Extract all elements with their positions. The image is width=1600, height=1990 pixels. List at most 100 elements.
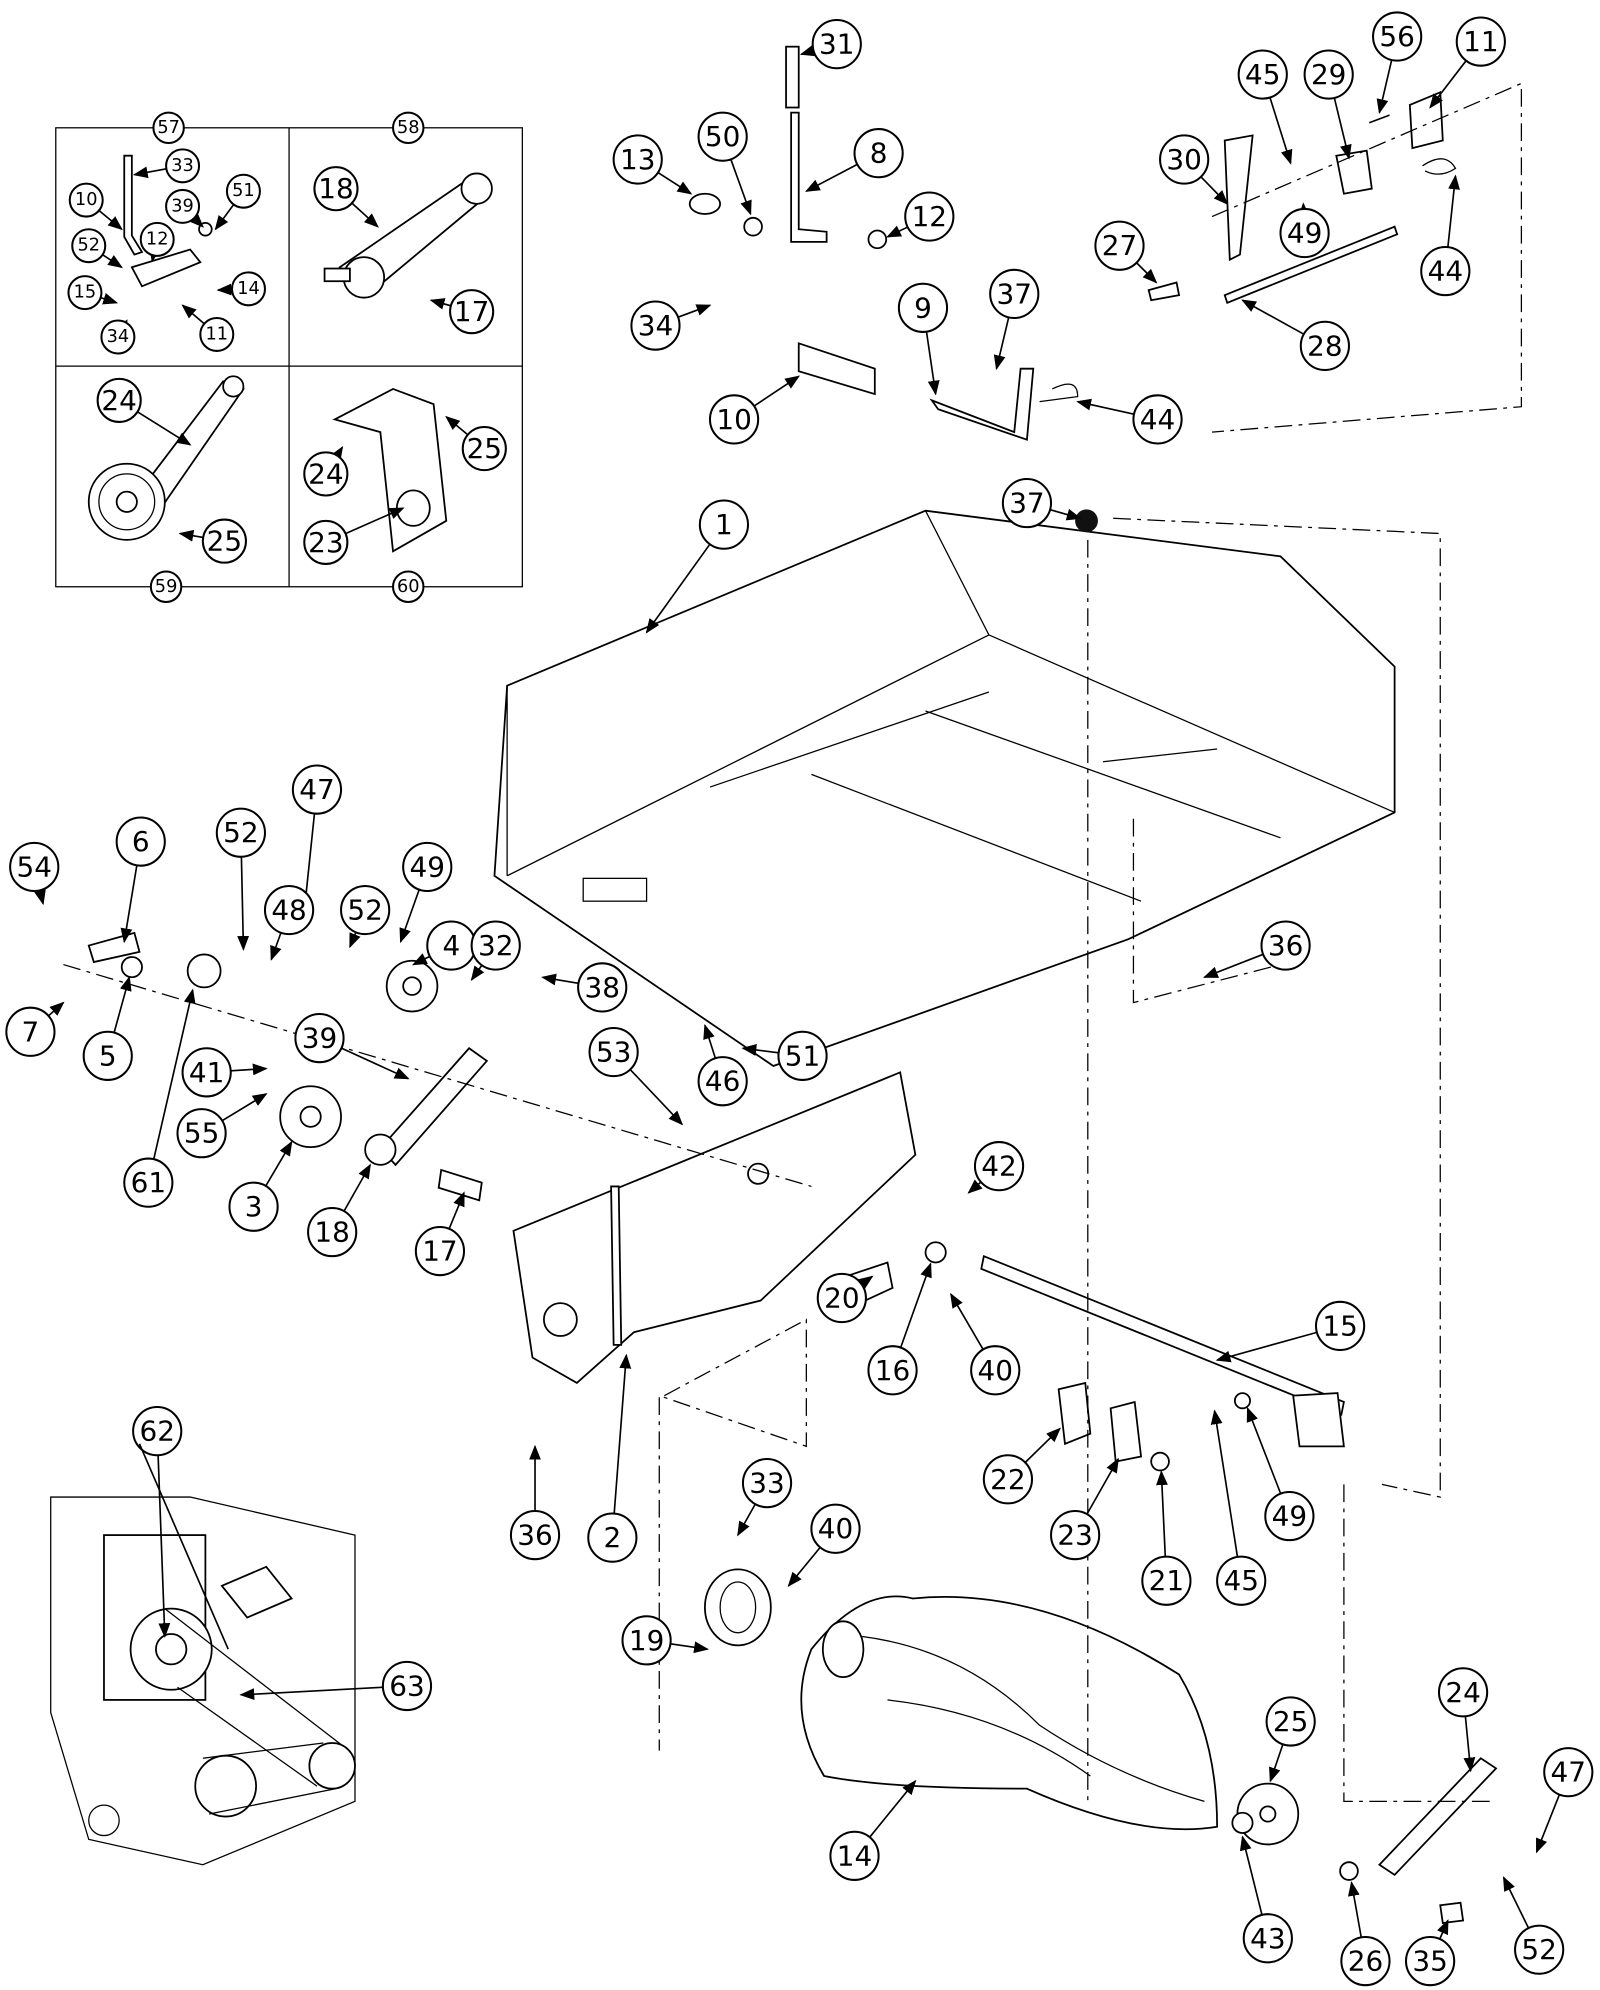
callout-circle xyxy=(1340,1935,1391,1987)
callout-53: 53 xyxy=(588,1026,684,1126)
callout-circle xyxy=(165,188,201,224)
callout-number: 13 xyxy=(620,143,655,176)
leader-arrow xyxy=(113,975,132,1033)
callout-number: 34 xyxy=(107,327,130,347)
callout-49: 49 xyxy=(399,841,453,944)
callout-circle xyxy=(1543,1747,1594,1798)
latch-linkage xyxy=(688,45,1457,441)
callout-44: 44 xyxy=(1420,174,1471,297)
callout-62: 62 xyxy=(132,1406,183,1639)
callout-circle xyxy=(1264,1490,1315,1542)
callout-circle xyxy=(1265,1696,1316,1747)
callout-number: 6 xyxy=(132,825,150,858)
leader-arrow xyxy=(448,1191,465,1230)
callout-circle xyxy=(989,268,1040,319)
callout-33: 33 xyxy=(132,148,201,184)
leader-arrow xyxy=(787,1546,821,1587)
leader-arrow xyxy=(1215,1331,1318,1363)
inset-label-59: 59 xyxy=(149,570,183,603)
inset-label-60: 60 xyxy=(392,570,425,603)
callout-2: 2 xyxy=(587,1353,638,1563)
leader-arrow xyxy=(1049,508,1082,521)
callout-circle xyxy=(1514,1924,1565,1975)
callout-17: 17 xyxy=(414,1191,466,1277)
callout-circle xyxy=(1094,220,1145,271)
leader-arrow xyxy=(1024,1427,1061,1464)
callout-41: 41 xyxy=(181,1047,268,1098)
leader-arrow xyxy=(399,889,420,944)
callout-number: 63 xyxy=(389,1669,424,1702)
callout-number: 11 xyxy=(206,324,229,344)
callout-circle xyxy=(307,1206,358,1258)
callout-number: 49 xyxy=(1272,1500,1307,1533)
leader-arrow xyxy=(270,932,282,961)
callout-circle xyxy=(201,518,247,564)
callout-47: 47 xyxy=(1535,1747,1594,1854)
callout-number: 28 xyxy=(1307,329,1342,362)
callout-number: 10 xyxy=(716,403,751,436)
inset-label-circle xyxy=(392,570,425,603)
callout-number: 42 xyxy=(981,1150,1016,1183)
leader-arrow xyxy=(120,865,138,944)
leader-arrow xyxy=(950,1292,984,1350)
leader-arrow xyxy=(411,953,431,966)
callout-circle xyxy=(181,1047,232,1098)
leader-arrow xyxy=(741,1044,779,1056)
leader-arrow xyxy=(265,1140,293,1187)
leader-arrow xyxy=(1333,97,1352,160)
callout-circle xyxy=(1237,49,1288,100)
callout-number: 62 xyxy=(139,1415,174,1448)
callout-11: 11 xyxy=(181,304,235,352)
leader-arrow xyxy=(343,1163,371,1212)
leader-arrow xyxy=(100,293,119,305)
leader-arrow xyxy=(899,1262,932,1348)
callout-20: 20 xyxy=(816,1272,874,1324)
callout-number: 7 xyxy=(22,1015,40,1048)
callout-3: 3 xyxy=(228,1140,293,1232)
leader-arrow xyxy=(1535,1794,1561,1854)
callout-number: 49 xyxy=(410,850,445,883)
callout-circle xyxy=(577,962,628,1013)
inset-label-circle xyxy=(149,570,183,603)
callout-circle xyxy=(697,111,748,162)
leader-arrow xyxy=(1269,97,1293,165)
auger-impeller xyxy=(704,1568,1219,1831)
leader-arrow xyxy=(1246,1406,1282,1494)
callout-circle xyxy=(741,1458,793,1509)
callout-37: 37 xyxy=(989,268,1040,371)
callout-24: 24 xyxy=(96,377,192,446)
callout-23: 23 xyxy=(303,507,405,565)
callout-37: 37 xyxy=(1001,477,1082,529)
callout-45: 45 xyxy=(1237,49,1293,165)
callout-40: 40 xyxy=(787,1503,861,1587)
leader-arrow xyxy=(152,988,196,1160)
callout-number: 30 xyxy=(1166,143,1201,176)
callout-number: 47 xyxy=(1551,1756,1586,1789)
callout-circle xyxy=(1372,11,1423,62)
leader-arrow xyxy=(330,446,344,462)
leader-arrow xyxy=(1200,176,1229,205)
leader-arrow xyxy=(1502,1876,1530,1929)
callout-circle xyxy=(381,1660,433,1712)
callout-circle xyxy=(1216,1555,1267,1606)
callout-number: 41 xyxy=(189,1056,224,1089)
callout-51: 51 xyxy=(214,173,261,231)
leader-arrow xyxy=(993,317,1010,371)
callout-54: 54 xyxy=(9,841,60,906)
callout-6: 6 xyxy=(115,816,166,944)
callout-circle xyxy=(1159,134,1210,185)
leader-arrow xyxy=(181,304,205,325)
callout-circle xyxy=(1132,394,1183,445)
callout-circle xyxy=(225,173,261,209)
callout-circle xyxy=(82,1030,133,1081)
callout-46: 46 xyxy=(697,1024,748,1107)
leader-arrow xyxy=(1135,262,1158,284)
callout-number: 45 xyxy=(1223,1564,1258,1597)
callout-number: 48 xyxy=(271,894,306,927)
callout-circle xyxy=(9,841,60,893)
callout-circle xyxy=(96,377,142,423)
callout-circle xyxy=(123,1157,174,1208)
leader-arrow xyxy=(178,529,204,542)
callout-number: 37 xyxy=(997,277,1032,310)
